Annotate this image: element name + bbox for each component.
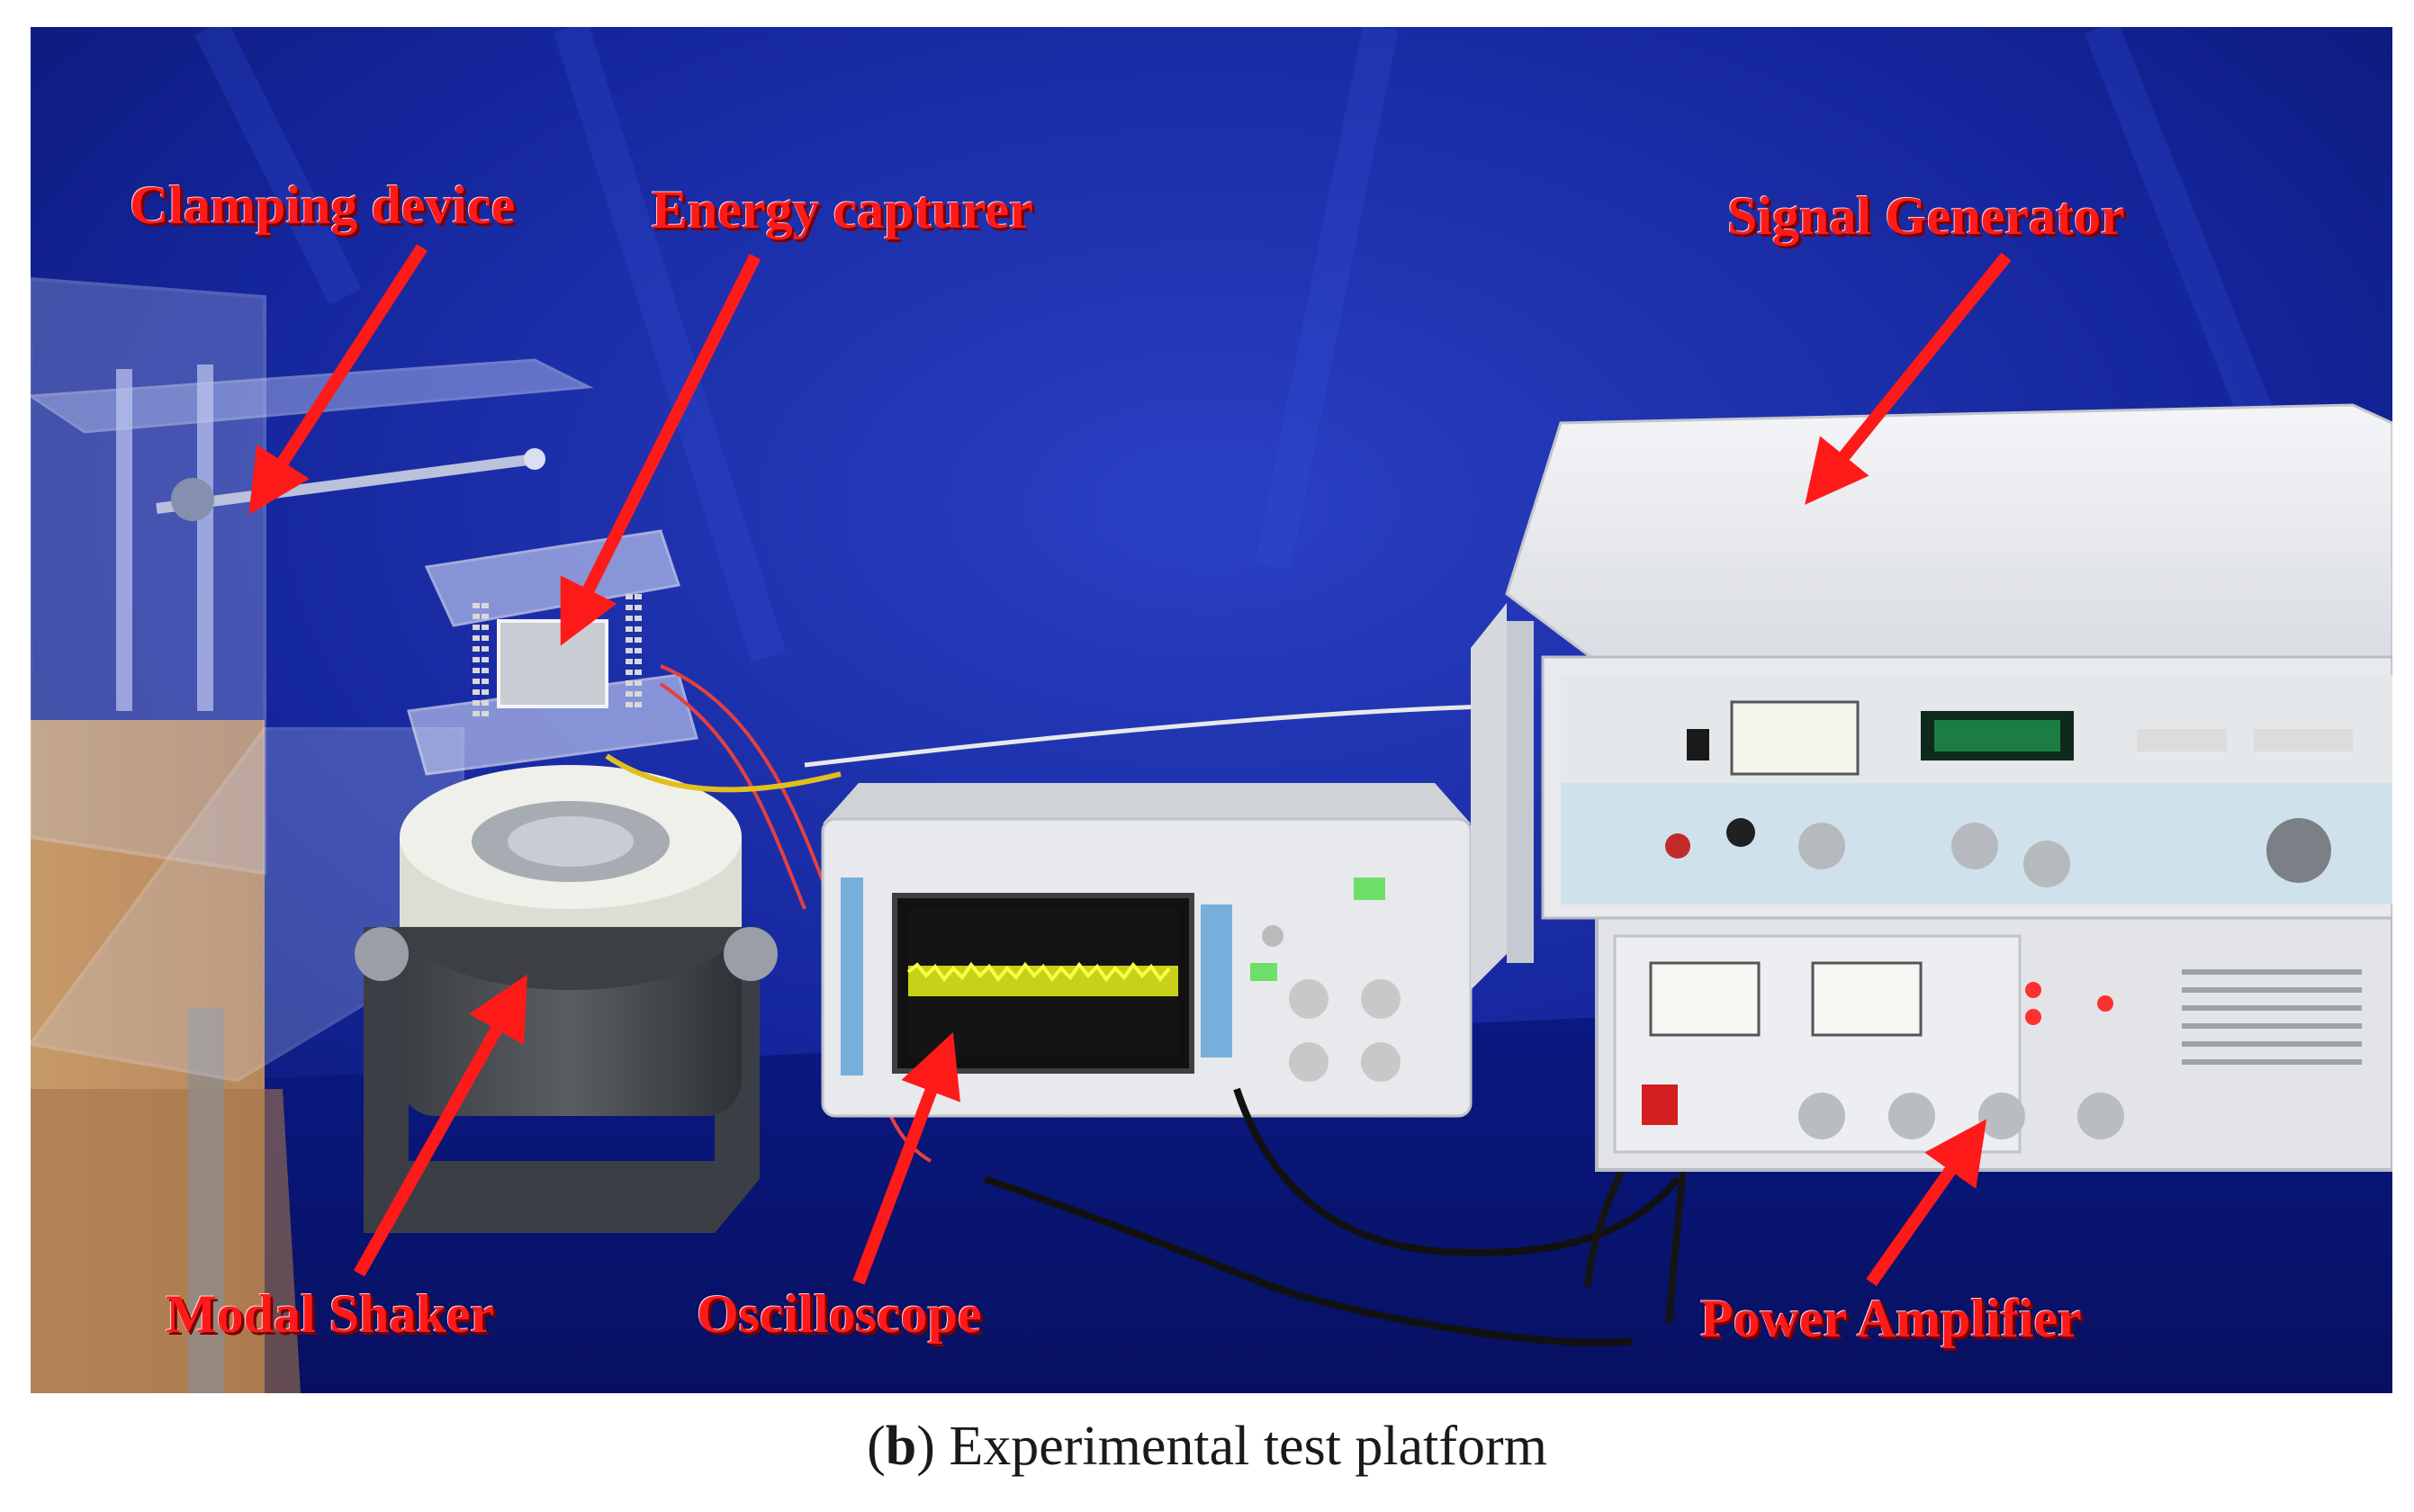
- arrow-energy-capturer: [560, 253, 761, 646]
- modal-shaker: [355, 765, 778, 1233]
- label-modal-shaker: Modal Shaker: [166, 1284, 495, 1344]
- signal-generator-top: [1505, 403, 2392, 677]
- backdrop-folds: [194, 27, 2298, 662]
- arrow-modal-shaker: [353, 974, 527, 1277]
- experiment-photo: Clamping device Energy capturer Signal G…: [31, 27, 2392, 1393]
- label-oscilloscope: Oscilloscope: [697, 1284, 982, 1344]
- caption-text: Experimental test platform: [934, 1416, 1547, 1477]
- label-power-amplifier: Power Amplifier: [1700, 1289, 2082, 1348]
- power-amplifier-device: [1595, 898, 2392, 1172]
- label-energy-capturer: Energy capturer: [652, 180, 1033, 239]
- signal-generator-device: [1471, 403, 2392, 990]
- energy-capturer-assembly: [407, 529, 698, 873]
- label-clamping-device: Clamping device: [130, 176, 516, 235]
- caption-close-paren: ): [916, 1416, 935, 1477]
- label-signal-generator: Signal Generator: [1727, 186, 2125, 246]
- oscilloscope-device: [821, 783, 1473, 1118]
- probe-cables: [983, 1087, 1681, 1346]
- metal-bar: [188, 1008, 224, 1393]
- photo-illustration: [31, 27, 2392, 1393]
- arrow-oscilloscope: [852, 1031, 960, 1285]
- clamping-device: [31, 276, 594, 1083]
- figure-caption: (b) Experimental test platform: [0, 1418, 2414, 1474]
- caption-letter: b: [885, 1416, 917, 1477]
- arrow-signal-generator: [1805, 252, 2012, 505]
- caption-open-paren: (: [867, 1416, 886, 1477]
- arrow-power-amplifier: [1866, 1119, 1987, 1287]
- arrow-clamping-device: [248, 244, 428, 515]
